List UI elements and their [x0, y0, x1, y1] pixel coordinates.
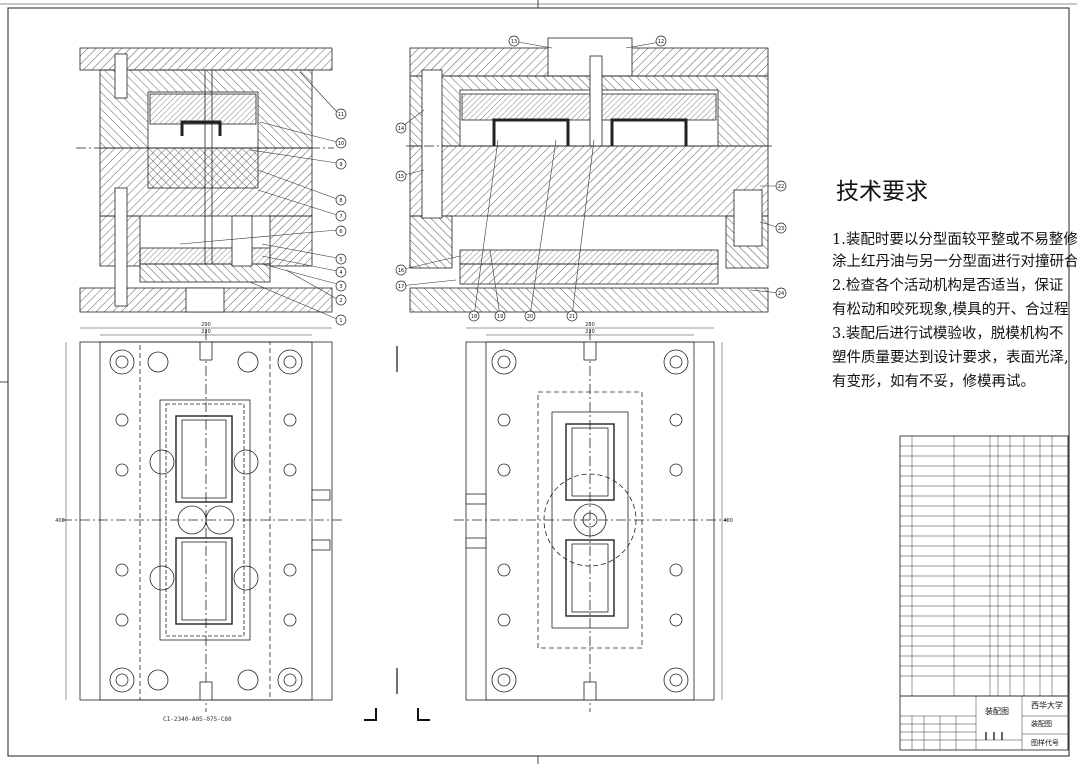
requirement-line-5: 3.装配后进行试模验收，脱模机构不	[832, 326, 1064, 342]
technical-requirements-body: 1.装配时要以分型面较平整或不易整修 涂上红丹油与另一分型面进行对撞研合 2.检…	[826, 220, 1077, 400]
balloon-right-12: 23	[778, 226, 784, 232]
balloon-left-4: 8	[339, 198, 342, 204]
balloon-right-9: 20	[527, 314, 533, 320]
balloon-left-9: 3	[339, 284, 342, 290]
balloon-right-7: 18	[471, 314, 477, 320]
requirement-line-3: 2.检查各个活动机构是否适当，保证	[832, 278, 1064, 294]
dimension-labels: 290 230 280 230 400 400	[55, 322, 733, 524]
technical-requirements-title: 技术要求	[836, 179, 928, 205]
left-section-leaders	[179, 71, 338, 320]
right-plan-holes	[491, 349, 689, 693]
balloon-right-8: 19	[497, 314, 503, 320]
balloon-numbers: 11 10 9 8 7 6 5 4 3 2 1 13 12 14 15 16 1…	[338, 39, 784, 324]
drawing-code: CI-2340-A05-075-C80	[163, 716, 232, 723]
requirement-line-7: 有变形，如有不妥，修模再试。	[832, 374, 1035, 390]
right-section-view	[406, 37, 772, 313]
left-plan-fittings	[199, 341, 331, 701]
drawing-type: 装配图	[1031, 720, 1052, 728]
dim-left-inner: 230	[201, 329, 211, 335]
balloon-left-5: 7	[339, 214, 342, 220]
balloon-left-10: 2	[339, 298, 342, 304]
bom-table	[899, 435, 1069, 751]
requirement-line-4: 有松动和咬死现象,模具的开、合过程	[832, 302, 1069, 318]
balloon-right-5: 16	[398, 268, 404, 274]
dim-right-width: 280	[585, 322, 595, 328]
drawing-name: 装配图	[985, 707, 1009, 716]
balloon-left-8: 4	[339, 270, 342, 276]
balloon-right-2: 12	[658, 39, 664, 45]
dim-right-inner: 230	[585, 329, 595, 335]
right-section-leaders	[399, 41, 781, 317]
requirement-line-6: 塑件质量要达到设计要求，表面光泽,	[832, 350, 1069, 366]
balloon-left-7: 5	[339, 257, 342, 263]
dim-left-width: 290	[201, 322, 211, 328]
right-plan-fittings	[465, 341, 597, 701]
requirement-line-1: 1.装配时要以分型面较平整或不易整修	[832, 232, 1077, 248]
balloon-right-4: 15	[398, 174, 404, 180]
balloon-right-13: 24	[778, 291, 784, 297]
balloon-left-6: 6	[339, 229, 342, 235]
section-symbols	[364, 346, 430, 721]
drawing-number-label: 图样代号	[1031, 739, 1059, 747]
balloon-right-10: 21	[569, 314, 575, 320]
requirement-line-2: 涂上红丹油与另一分型面进行对撞研合	[832, 254, 1077, 270]
left-section-view	[76, 47, 334, 313]
left-plan-view	[62, 330, 344, 712]
balloon-left-2: 10	[338, 141, 344, 147]
right-plan-view	[454, 330, 728, 712]
balloon-right-3: 14	[398, 126, 404, 132]
left-plan-dimensions	[65, 327, 332, 700]
dim-left-height: 400	[55, 518, 65, 524]
dim-right-height: 400	[723, 518, 733, 524]
university-name: 西华大学	[1031, 701, 1063, 710]
balloon-right-1: 13	[511, 39, 517, 45]
right-balloons	[395, 35, 787, 322]
right-plan-dimensions	[466, 327, 723, 700]
left-plan-holes	[109, 349, 303, 693]
balloon-left-3: 9	[339, 162, 342, 168]
balloon-right-11: 22	[778, 184, 784, 190]
left-balloons	[335, 108, 347, 326]
balloon-right-6: 17	[398, 284, 404, 290]
balloon-left-11: 1	[339, 318, 342, 324]
balloon-left-1: 11	[338, 112, 344, 118]
